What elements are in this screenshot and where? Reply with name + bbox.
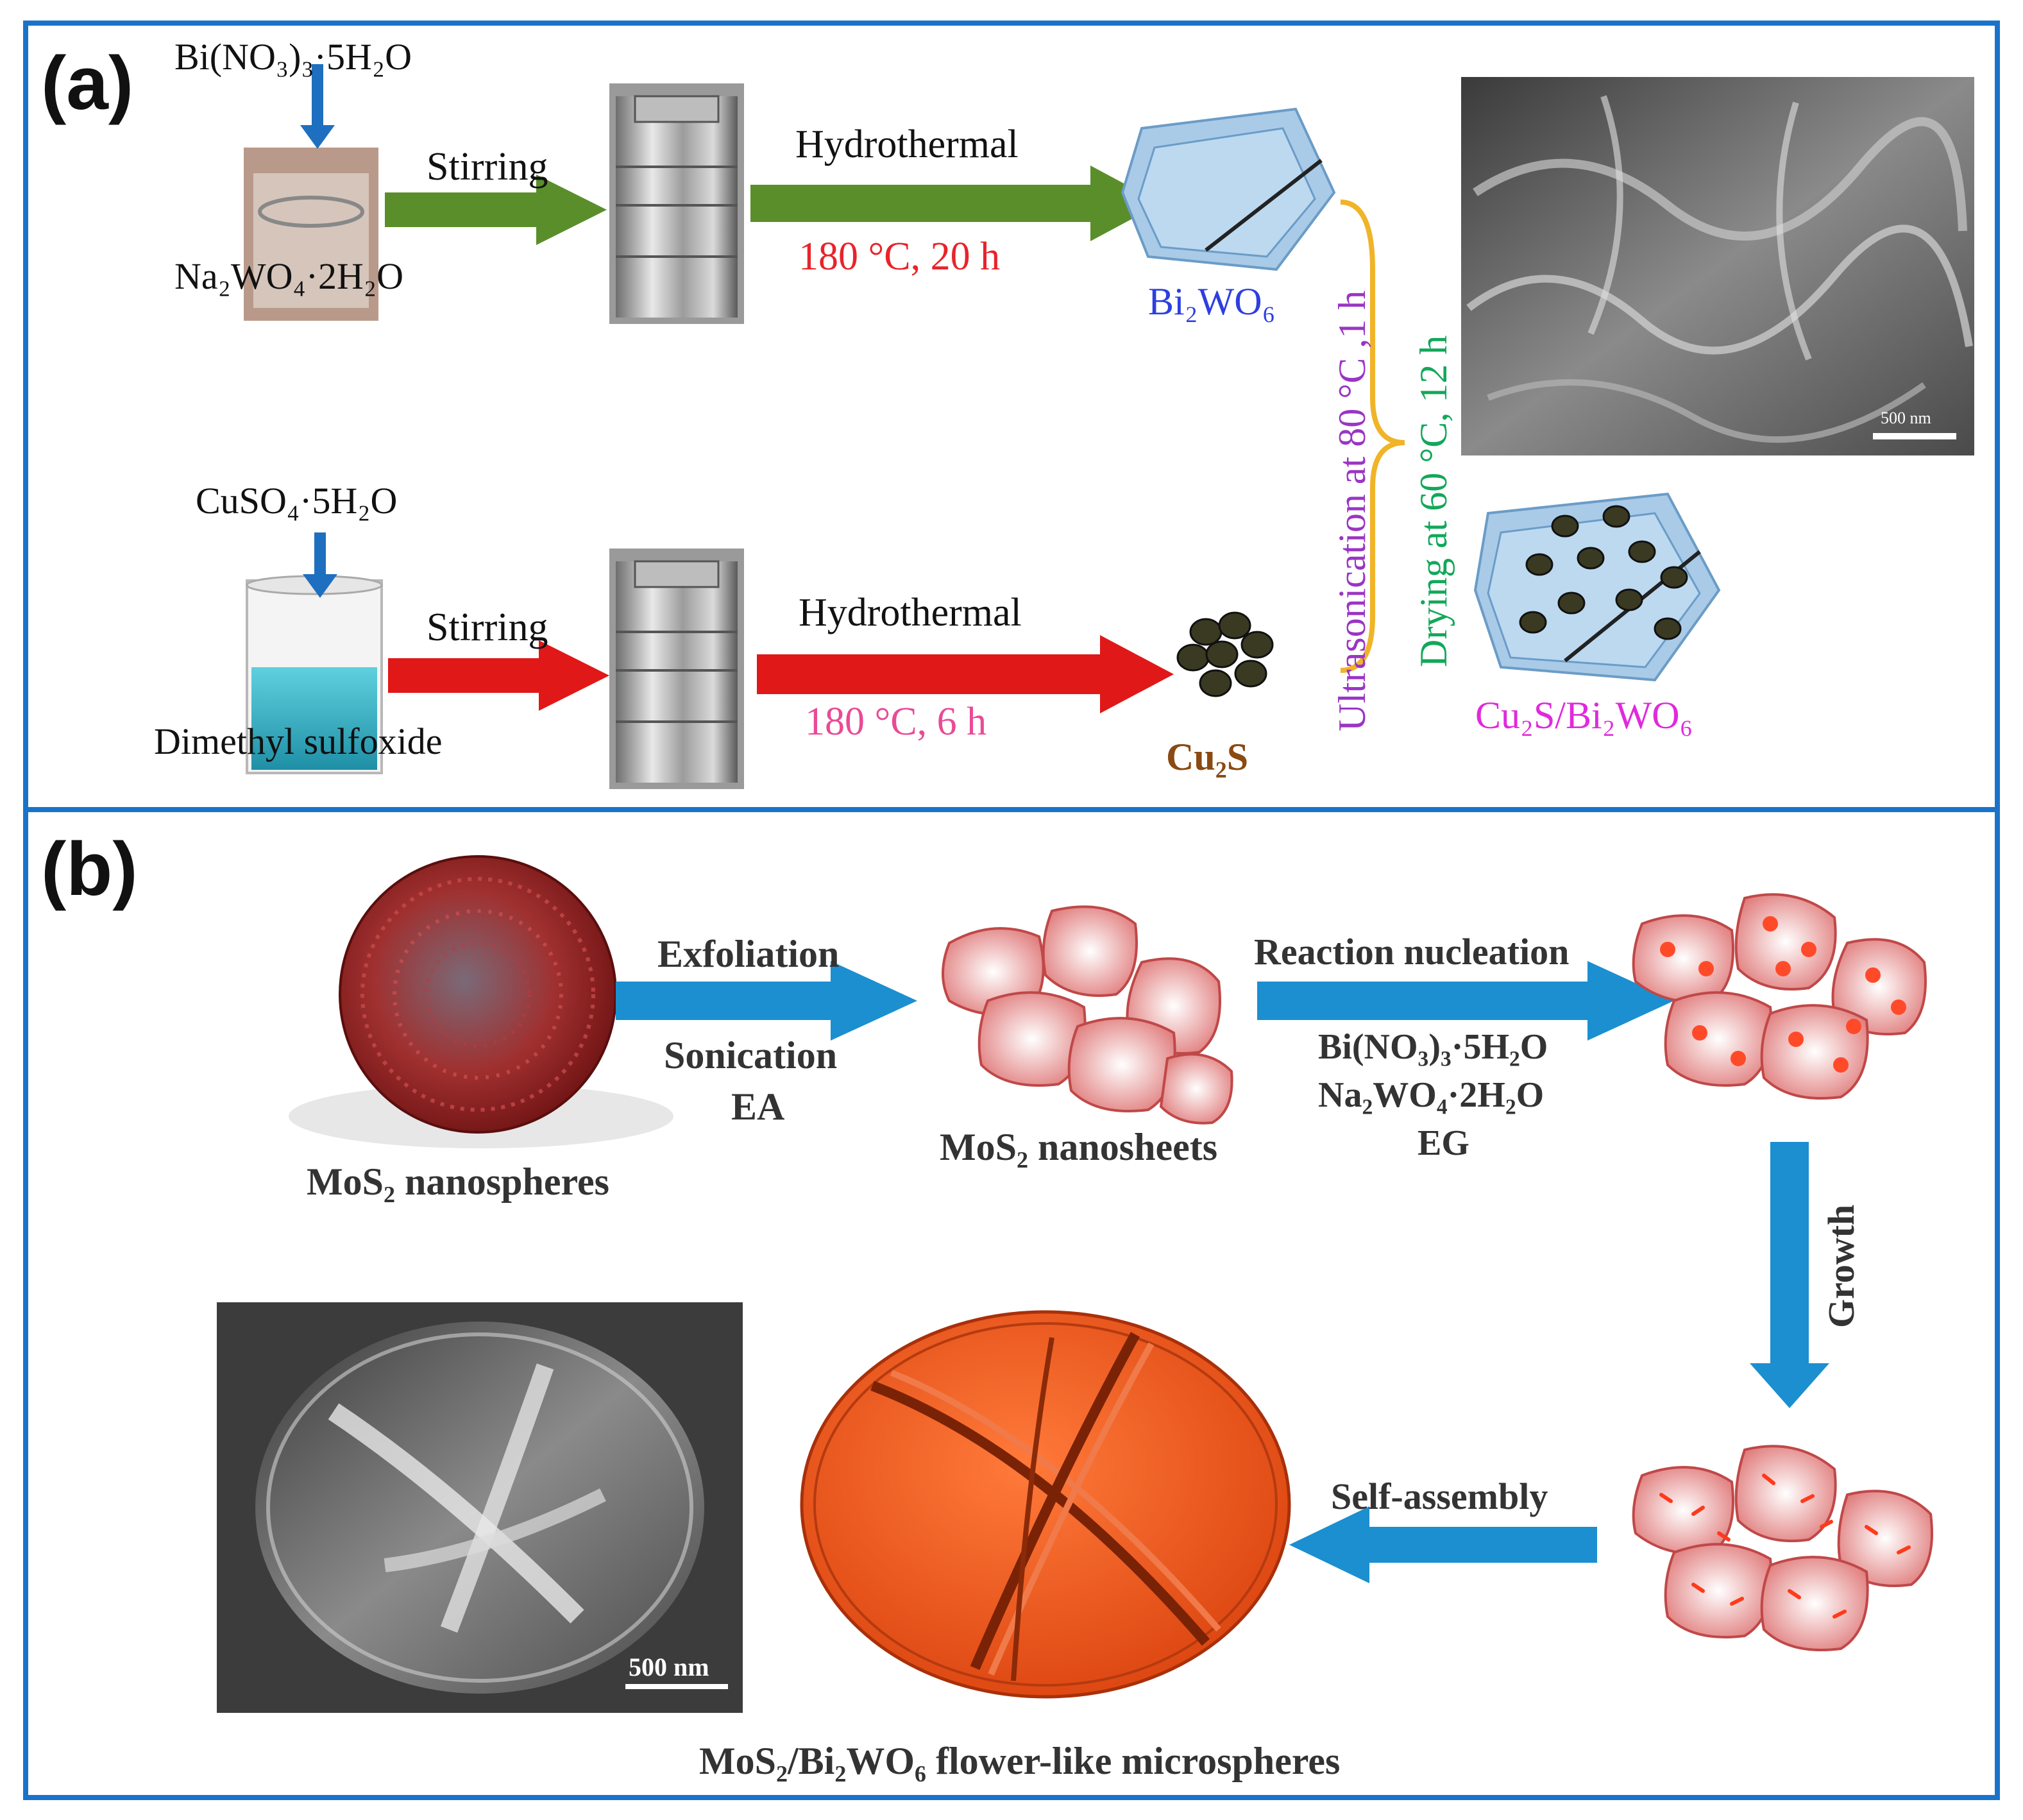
nucleated-sheets (1632, 893, 1927, 1100)
blue-arrow-nucleation (1257, 961, 1674, 1041)
label-hydrothermal-bottom: Hydrothermal (799, 591, 1022, 634)
label-self-assembly: Self-assembly (1331, 1476, 1548, 1517)
mos2-bi2wo6-microsphere (800, 1310, 1291, 1699)
reagent-bi-nitrate: Bi(NO₃)₃·5H₂O (174, 36, 412, 78)
mos2-nanosphere (289, 855, 673, 1148)
down-arrow-top (300, 64, 335, 149)
reagent-cuso4: CuSO₄·5H₂O (196, 480, 397, 522)
sem-image-cu2s-bi2wo6 (1461, 77, 1974, 455)
label-reaction-nucleation: Reaction nucleation (1254, 931, 1569, 973)
label-final-microspheres: MoS₂/Bi₂WO₆ flower-like microspheres (699, 1740, 1340, 1782)
final-product-a: Cu₂S/Bi₂WO₆ (1475, 694, 1693, 736)
red-arrow-stirring (388, 640, 609, 711)
green-arrow-stirring (385, 174, 607, 245)
label-reagent-eg: EG (1418, 1123, 1469, 1163)
label-stirring-top: Stirring (427, 145, 548, 189)
sem-image-mos2-bi2wo6 (217, 1302, 743, 1713)
label-reagent-bi: Bi(NO₃)₃·5H₂O (1318, 1027, 1548, 1067)
down-arrow-bottom (303, 532, 337, 598)
label-mos2-nanosheets: MoS₂ nanosheets (940, 1126, 1217, 1168)
label-stirring-bottom: Stirring (427, 606, 548, 649)
beaker-photo-top (244, 148, 378, 321)
autoclave-bottom (609, 549, 744, 789)
label-ultrasonication: Ultrasonication at 80 °C ,1 h (1331, 291, 1373, 731)
label-hydrothermal-top: Hydrothermal (795, 123, 1019, 166)
label-drying: Drying at 60 °C, 12 h (1412, 336, 1455, 667)
label-reagent-na: Na₂WO₄·2H₂O (1318, 1075, 1544, 1115)
panel-a-label: (a) (41, 41, 133, 126)
product-cu2s: Cu₂S (1166, 736, 1248, 778)
sem-scale-a: 500 nm (1881, 409, 1931, 427)
label-sonication: Sonication (664, 1034, 837, 1076)
label-growth: Growth (1820, 1205, 1862, 1328)
label-mos2-nanospheres: MoS₂ nanospheres (307, 1161, 609, 1203)
autoclave-top (609, 83, 744, 324)
bi2wo6-nanosheets (1121, 107, 1336, 271)
cu2s-bi2wo6-composite (1473, 492, 1721, 682)
condition-bottom: 180 °C, 6 h (805, 700, 986, 744)
reagent-na-tungstate: Na₂WO₄·2H₂O (174, 255, 403, 297)
blue-arrow-growth (1750, 1142, 1829, 1408)
label-exfoliation: Exfoliation (657, 933, 839, 975)
blue-arrow-exfoliation (616, 961, 917, 1041)
red-arrow-hydrothermal (757, 635, 1174, 713)
panel-b-label: (b) (41, 827, 138, 912)
cu2s-particles (1176, 611, 1274, 697)
grown-sheets (1632, 1445, 1933, 1651)
reagent-dmso: Dimethyl sulfoxide (154, 720, 442, 762)
label-ea: EA (731, 1085, 784, 1128)
mos2-nanosheets (942, 905, 1233, 1125)
blue-arrow-self-assembly (1289, 1506, 1597, 1583)
combine-bracket (1340, 200, 1405, 673)
beaker-photo-bottom (246, 575, 383, 774)
product-bi2wo6: Bi₂WO₆ (1148, 280, 1276, 323)
condition-top: 180 °C, 20 h (799, 235, 1000, 278)
sem-scale-b: 500 nm (629, 1653, 709, 1681)
